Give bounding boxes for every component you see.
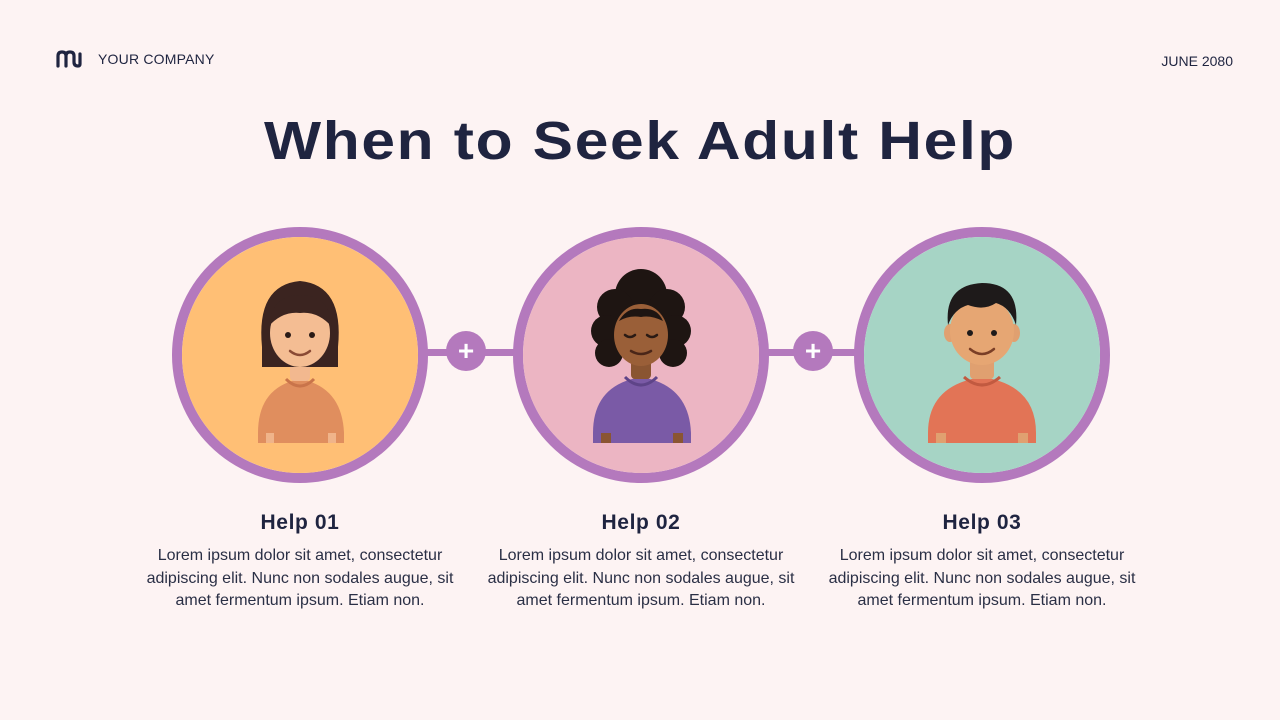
curly-hair-person-avatar-icon — [523, 237, 759, 473]
header-date: JUNE 2080 — [1161, 53, 1233, 69]
card-title: Help 01 — [260, 511, 340, 534]
page-title: When to Seek Adult Help — [263, 111, 1017, 171]
plus-icon: + — [793, 331, 833, 371]
brand-m-icon — [56, 50, 82, 68]
company-name: YOUR COMPANY — [98, 51, 215, 67]
help-card-2: Help 02 Lorem ipsum dolor sit amet, cons… — [488, 227, 794, 609]
card-description: Lorem ipsum dolor sit amet, consectetur … — [828, 547, 1136, 609]
avatar-circle — [513, 227, 769, 483]
card-description: Lorem ipsum dolor sit amet, consectetur … — [146, 547, 454, 609]
card-title: Help 02 — [601, 511, 681, 534]
girl-avatar-icon — [182, 237, 418, 473]
card-description: Lorem ipsum dolor sit amet, consectetur … — [487, 547, 795, 609]
avatar-circle — [172, 227, 428, 483]
plus-icon: + — [446, 331, 486, 371]
avatar-circle — [854, 227, 1110, 483]
header: YOUR COMPANY JUNE 2080 — [56, 50, 1233, 74]
help-card-1: Help 01 Lorem ipsum dolor sit amet, cons… — [147, 227, 453, 609]
boy-avatar-icon — [864, 237, 1100, 473]
help-card-3: Help 03 Lorem ipsum dolor sit amet, cons… — [829, 227, 1135, 609]
card-title: Help 03 — [942, 511, 1022, 534]
brand: YOUR COMPANY — [56, 50, 215, 68]
